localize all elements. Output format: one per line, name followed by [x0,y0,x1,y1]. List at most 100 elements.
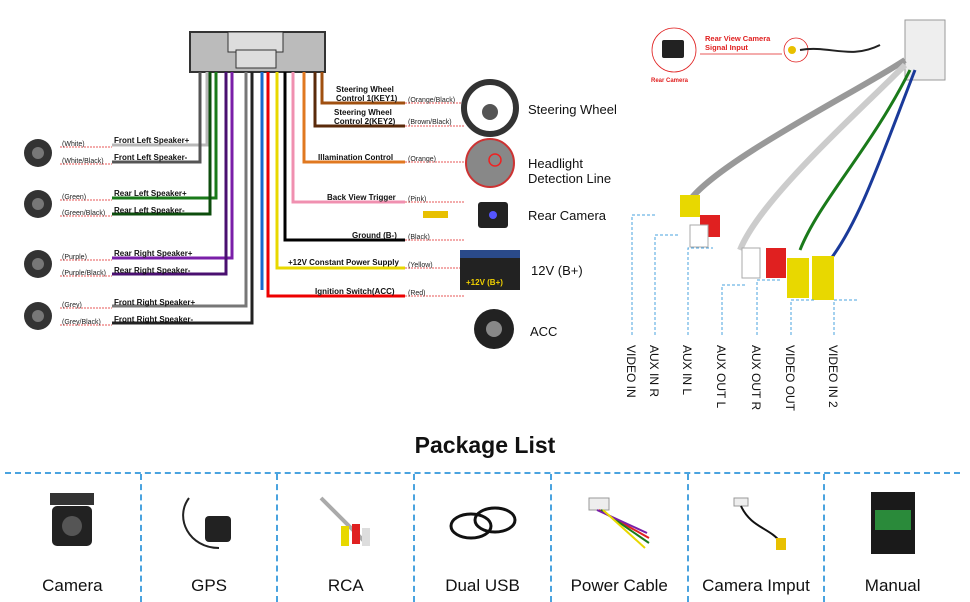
wire-line [283,72,405,242]
wire-line [112,72,202,164]
package-item-label: Camera Imput [702,576,810,595]
wire-color: (Yellow) [408,262,433,269]
wire-color: (Black) [408,234,430,241]
rca-leader-line [790,299,816,335]
wire-color: (Red) [408,290,426,297]
manual-icon [870,492,915,554]
wire-color: (Orange/Black) [408,97,455,104]
wire-color: (Grey/Black) [62,319,101,326]
device-label: Headlight [528,156,583,171]
wire-label: +12V Constant Power Supply [288,258,399,267]
inset-title: Rear View Camera [705,34,771,43]
wire-color: (White) [62,141,85,148]
power-cable-icon [588,497,650,549]
wire-line [266,72,405,298]
speaker-icons [24,139,52,330]
wire-color: (Brown/Black) [408,119,452,126]
wire-label: Control 1(KEY1) [336,94,398,103]
package-item-label: Dual USB [445,576,520,595]
rca-label: VIDEO OUT [783,345,797,412]
rca-leader-line [654,234,680,335]
package-item-dual-usb: Dual USB [415,474,552,602]
package-item-label: Manual [864,576,921,595]
wire-label: Front Right Speaker+ [114,298,195,307]
rca-inset: Rear Camera Rear View Camera Signal Inpu… [651,27,881,84]
package-item-camera-input: Camera Imput [689,474,826,602]
wire-line [112,72,254,325]
device-label: ACC [530,324,557,339]
rca-label: AUX IN R [647,345,661,397]
inset-title: Signal Input [705,43,748,52]
rca-leader-line [833,299,859,335]
wire-line [112,72,209,147]
usb-cable-icon [449,506,517,540]
package-list-title: Package List [414,432,556,458]
wire-color: (Grey) [62,302,82,309]
package-item-manual: Manual [825,474,960,602]
package-item-label: RCA [327,576,364,595]
rca-label: AUX OUT R [749,345,763,410]
wire-label-line1: Steering Wheel [336,85,394,94]
wire-line [275,72,405,270]
wire-color: (White/Black) [62,158,104,165]
harness-connector [189,31,326,73]
wire-line [112,72,218,200]
wire-label: Front Right Speaker- [114,315,193,324]
speaker-icon [24,190,52,218]
wire-label: Ignition Switch(ACC) [315,287,395,296]
device-label: Steering Wheel [528,102,617,117]
wire-color: (Pink) [408,196,426,203]
battery-text: +12V (B+) [466,278,503,287]
headlight-icon [465,138,515,188]
wire-label: Rear Left Speaker+ [114,189,187,198]
gps-antenna-icon [182,497,232,549]
device-label: 12V (B+) [531,263,583,278]
wire-line [112,72,228,276]
device-label: Rear Camera [528,208,607,223]
wire-label: Rear Right Speaker- [114,266,191,275]
rca-leader-line [687,247,713,335]
wire-color: (Purple/Black) [62,270,106,277]
speaker-icon [24,139,52,167]
rca-leader-line [756,279,782,335]
wire-label: Front Left Speaker- [114,153,188,162]
package-item-power-cable: Power Cable [552,474,689,602]
wire-color: (Orange) [408,156,436,163]
ignition-icon [474,309,514,349]
camera-icon [50,493,95,546]
wire-label: Illamination Control [318,153,393,162]
wire-label: Rear Right Speaker+ [114,249,193,258]
package-item-label: Power Cable [570,576,668,595]
speaker-icon [24,302,52,330]
package-item-label: GPS [191,576,228,595]
rca-label: AUX IN L [680,345,694,395]
wire-line [302,72,405,164]
wire-line [112,72,212,216]
wire-label: Control 2(KEY2) [334,117,396,126]
wire-color: (Purple) [62,254,87,261]
rca-label: VIDEO IN 2 [826,345,840,408]
rca-harness [680,19,946,300]
wire-label: Front Left Speaker+ [114,136,190,145]
wiring-diagram: (White) Front Left Speaker+ (White/Black… [24,19,946,412]
speaker-icon [24,250,52,278]
rca-leader-line [631,214,657,335]
package-item-camera: Camera [5,474,142,602]
wire-label-line1: Steering Wheel [334,108,392,117]
device-label: Detection Line [528,171,611,186]
wire-color: (Green/Black) [62,210,105,217]
camera-input-cable-icon [733,497,786,550]
wire-line [112,72,248,308]
package-item-gps: GPS [142,474,279,602]
rca-leader-line [721,284,747,335]
rca-label: VIDEO IN [624,345,638,398]
rear-camera-icon [423,202,508,228]
wire-line [291,72,405,204]
wire-color: (Green) [62,194,86,201]
battery-icon: +12V (B+) [460,250,520,290]
wire-line [313,72,405,128]
wire-line [320,72,405,105]
rca-label: AUX OUT L [714,345,728,408]
wire-label: Rear Left Speaker- [114,206,185,215]
rca-cable-icon [319,496,370,546]
